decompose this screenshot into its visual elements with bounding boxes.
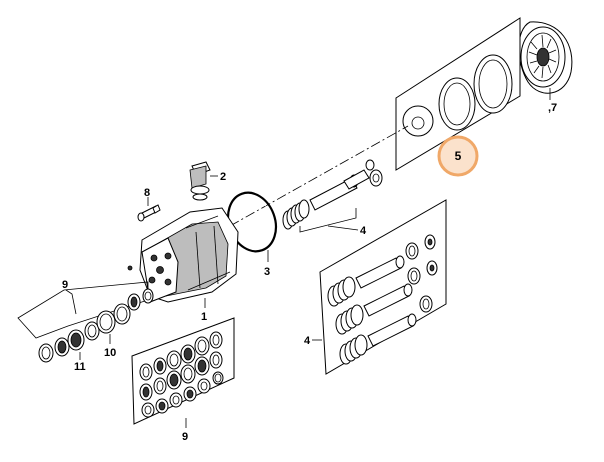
seal-plate-group-part-5[interactable] xyxy=(395,17,521,171)
piston-kit-part-4-lower[interactable] xyxy=(319,199,447,375)
screw-part-8[interactable] xyxy=(137,204,161,222)
label-11: 11 xyxy=(74,361,86,373)
label-4-lower: 4 xyxy=(304,335,311,347)
seal-kit-part-9[interactable] xyxy=(131,317,235,425)
seal-ring-chain-left[interactable] xyxy=(17,281,154,363)
label-2: 2 xyxy=(220,171,226,183)
label-10: 10 xyxy=(104,347,116,359)
piston-assembly-part-4-upper[interactable] xyxy=(282,159,383,230)
label-5: 5 xyxy=(455,149,462,163)
label-7: ,7 xyxy=(548,102,557,114)
label-8: 8 xyxy=(144,187,150,199)
callout-5-highlight[interactable]: 5 xyxy=(437,135,479,177)
label-1: 1 xyxy=(201,311,207,323)
label-9-top: 9 xyxy=(62,279,68,291)
label-4-upper: 4 xyxy=(360,225,367,237)
bearing-part-7[interactable] xyxy=(518,21,573,94)
valve-plug-part-2[interactable] xyxy=(189,161,211,201)
label-3: 3 xyxy=(264,266,270,278)
pump-housing-part-1[interactable] xyxy=(127,207,239,303)
label-9-bottom: 9 xyxy=(182,431,188,443)
